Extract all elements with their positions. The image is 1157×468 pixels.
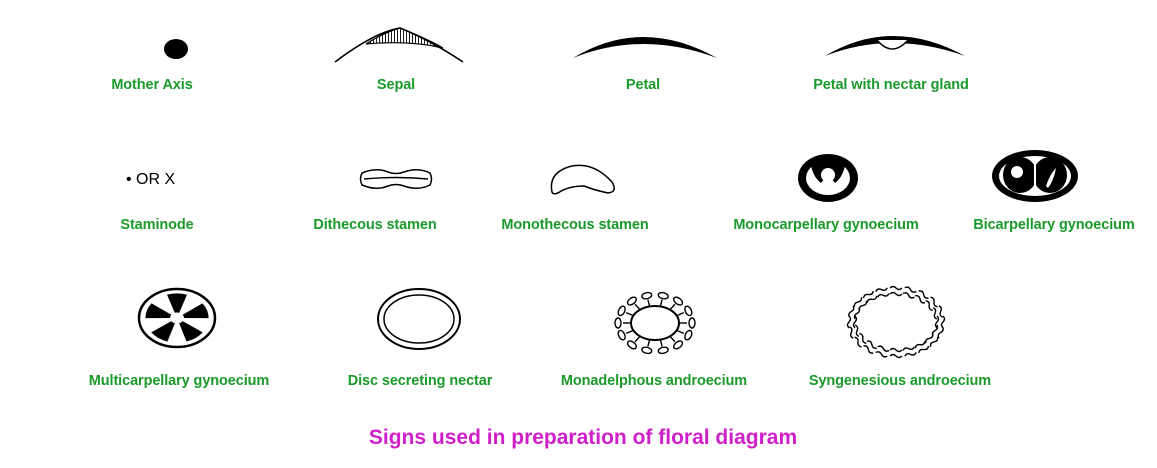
label-bicarpellary-gynoecium: Bicarpellary gynoecium <box>973 217 1135 233</box>
monothecous-stamen-symbol <box>550 164 615 195</box>
label-monothecous-stamen: Monothecous stamen <box>501 217 649 233</box>
petal-nectar-gland-symbol <box>825 36 965 56</box>
label-syngenesious-androecium: Syngenesious androecium <box>808 373 992 389</box>
label-petal: Petal <box>625 77 661 93</box>
bicarpellary-gynoecium-symbol <box>992 150 1078 202</box>
sepal-symbol <box>334 27 464 63</box>
label-petal-nectar-gland: Petal with nectar gland <box>813 77 969 93</box>
label-disc-secreting-nectar: Disc secreting nectar <box>347 373 493 389</box>
disc-secreting-nectar-symbol <box>377 288 461 350</box>
multicarpellary-gynoecium-symbol <box>137 287 217 349</box>
syngenesious-androecium-symbol <box>846 285 946 359</box>
petal-symbol <box>573 37 717 58</box>
label-mother-axis: Mother Axis <box>111 77 193 93</box>
diagram-title: Signs used in preparation of floral diag… <box>368 426 798 449</box>
label-monadelphous-androecium: Monadelphous androecium <box>560 373 748 389</box>
label-multicarpellary-gynoecium: Multicarpellary gynoecium <box>88 373 270 389</box>
monocarpellary-gynoecium-symbol <box>798 154 858 202</box>
staminode-symbol-text: • OR X <box>126 171 176 188</box>
dithecous-stamen-symbol <box>359 169 433 189</box>
label-sepal: Sepal <box>376 77 416 93</box>
label-dithecous-stamen: Dithecous stamen <box>313 217 437 233</box>
label-staminode: Staminode <box>120 217 194 233</box>
label-monocarpellary-gynoecium: Monocarpellary gynoecium <box>733 217 919 233</box>
monadelphous-androecium-symbol <box>614 291 696 355</box>
mother-axis-symbol <box>164 39 188 59</box>
